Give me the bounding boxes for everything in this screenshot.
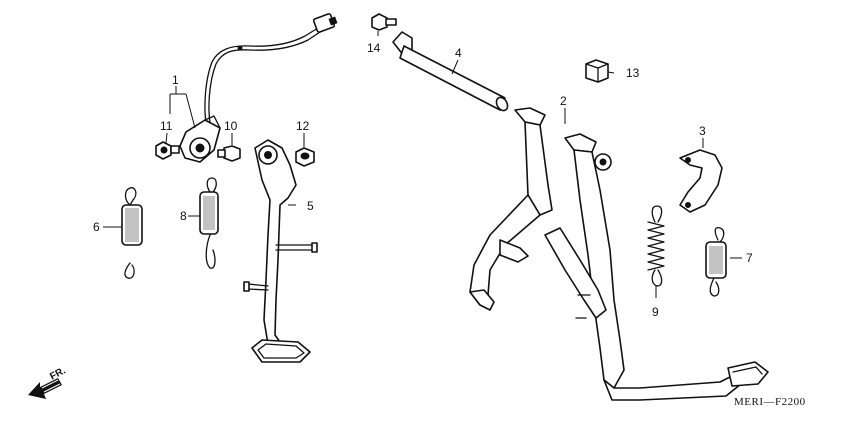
- direction-label: FR.: [48, 365, 68, 382]
- label-part-4: 4: [455, 46, 462, 60]
- label-part-11: 11: [160, 119, 173, 133]
- nut-11: [155, 141, 180, 160]
- label-part-9: 9: [652, 305, 659, 319]
- arrow-front-icon: FR.: [28, 365, 68, 399]
- part-labels: 1 2 3 4 5 6 7 8 9 10 11 12 13 14: [93, 41, 753, 319]
- label-part-1: 1: [172, 73, 179, 87]
- spring-7: [705, 226, 727, 297]
- side-stand: [243, 139, 318, 363]
- label-part-8: 8: [180, 209, 187, 223]
- spring-6: [121, 187, 143, 279]
- nut-12: [295, 147, 315, 167]
- label-part-7: 7: [746, 251, 753, 265]
- main-stand: [469, 107, 769, 401]
- bolt-14: [371, 13, 397, 31]
- collar-13: [585, 59, 609, 83]
- bracket-3: [679, 149, 723, 213]
- label-part-14: 14: [367, 41, 381, 55]
- label-part-13: 13: [626, 66, 640, 80]
- label-part-3: 3: [699, 124, 706, 138]
- diagram-code: MERI—F2200: [734, 396, 806, 408]
- label-part-5: 5: [307, 199, 314, 213]
- label-part-6: 6: [93, 220, 100, 234]
- label-part-2: 2: [560, 94, 567, 108]
- bolt-10: [217, 145, 241, 162]
- label-part-10: 10: [224, 119, 238, 133]
- leader-lines: [103, 31, 742, 298]
- main-stand-shaft: [392, 31, 509, 112]
- spring-8: [199, 177, 219, 269]
- side-stand-switch: [179, 13, 338, 163]
- spring-9: [647, 205, 665, 287]
- label-part-12: 12: [296, 119, 310, 133]
